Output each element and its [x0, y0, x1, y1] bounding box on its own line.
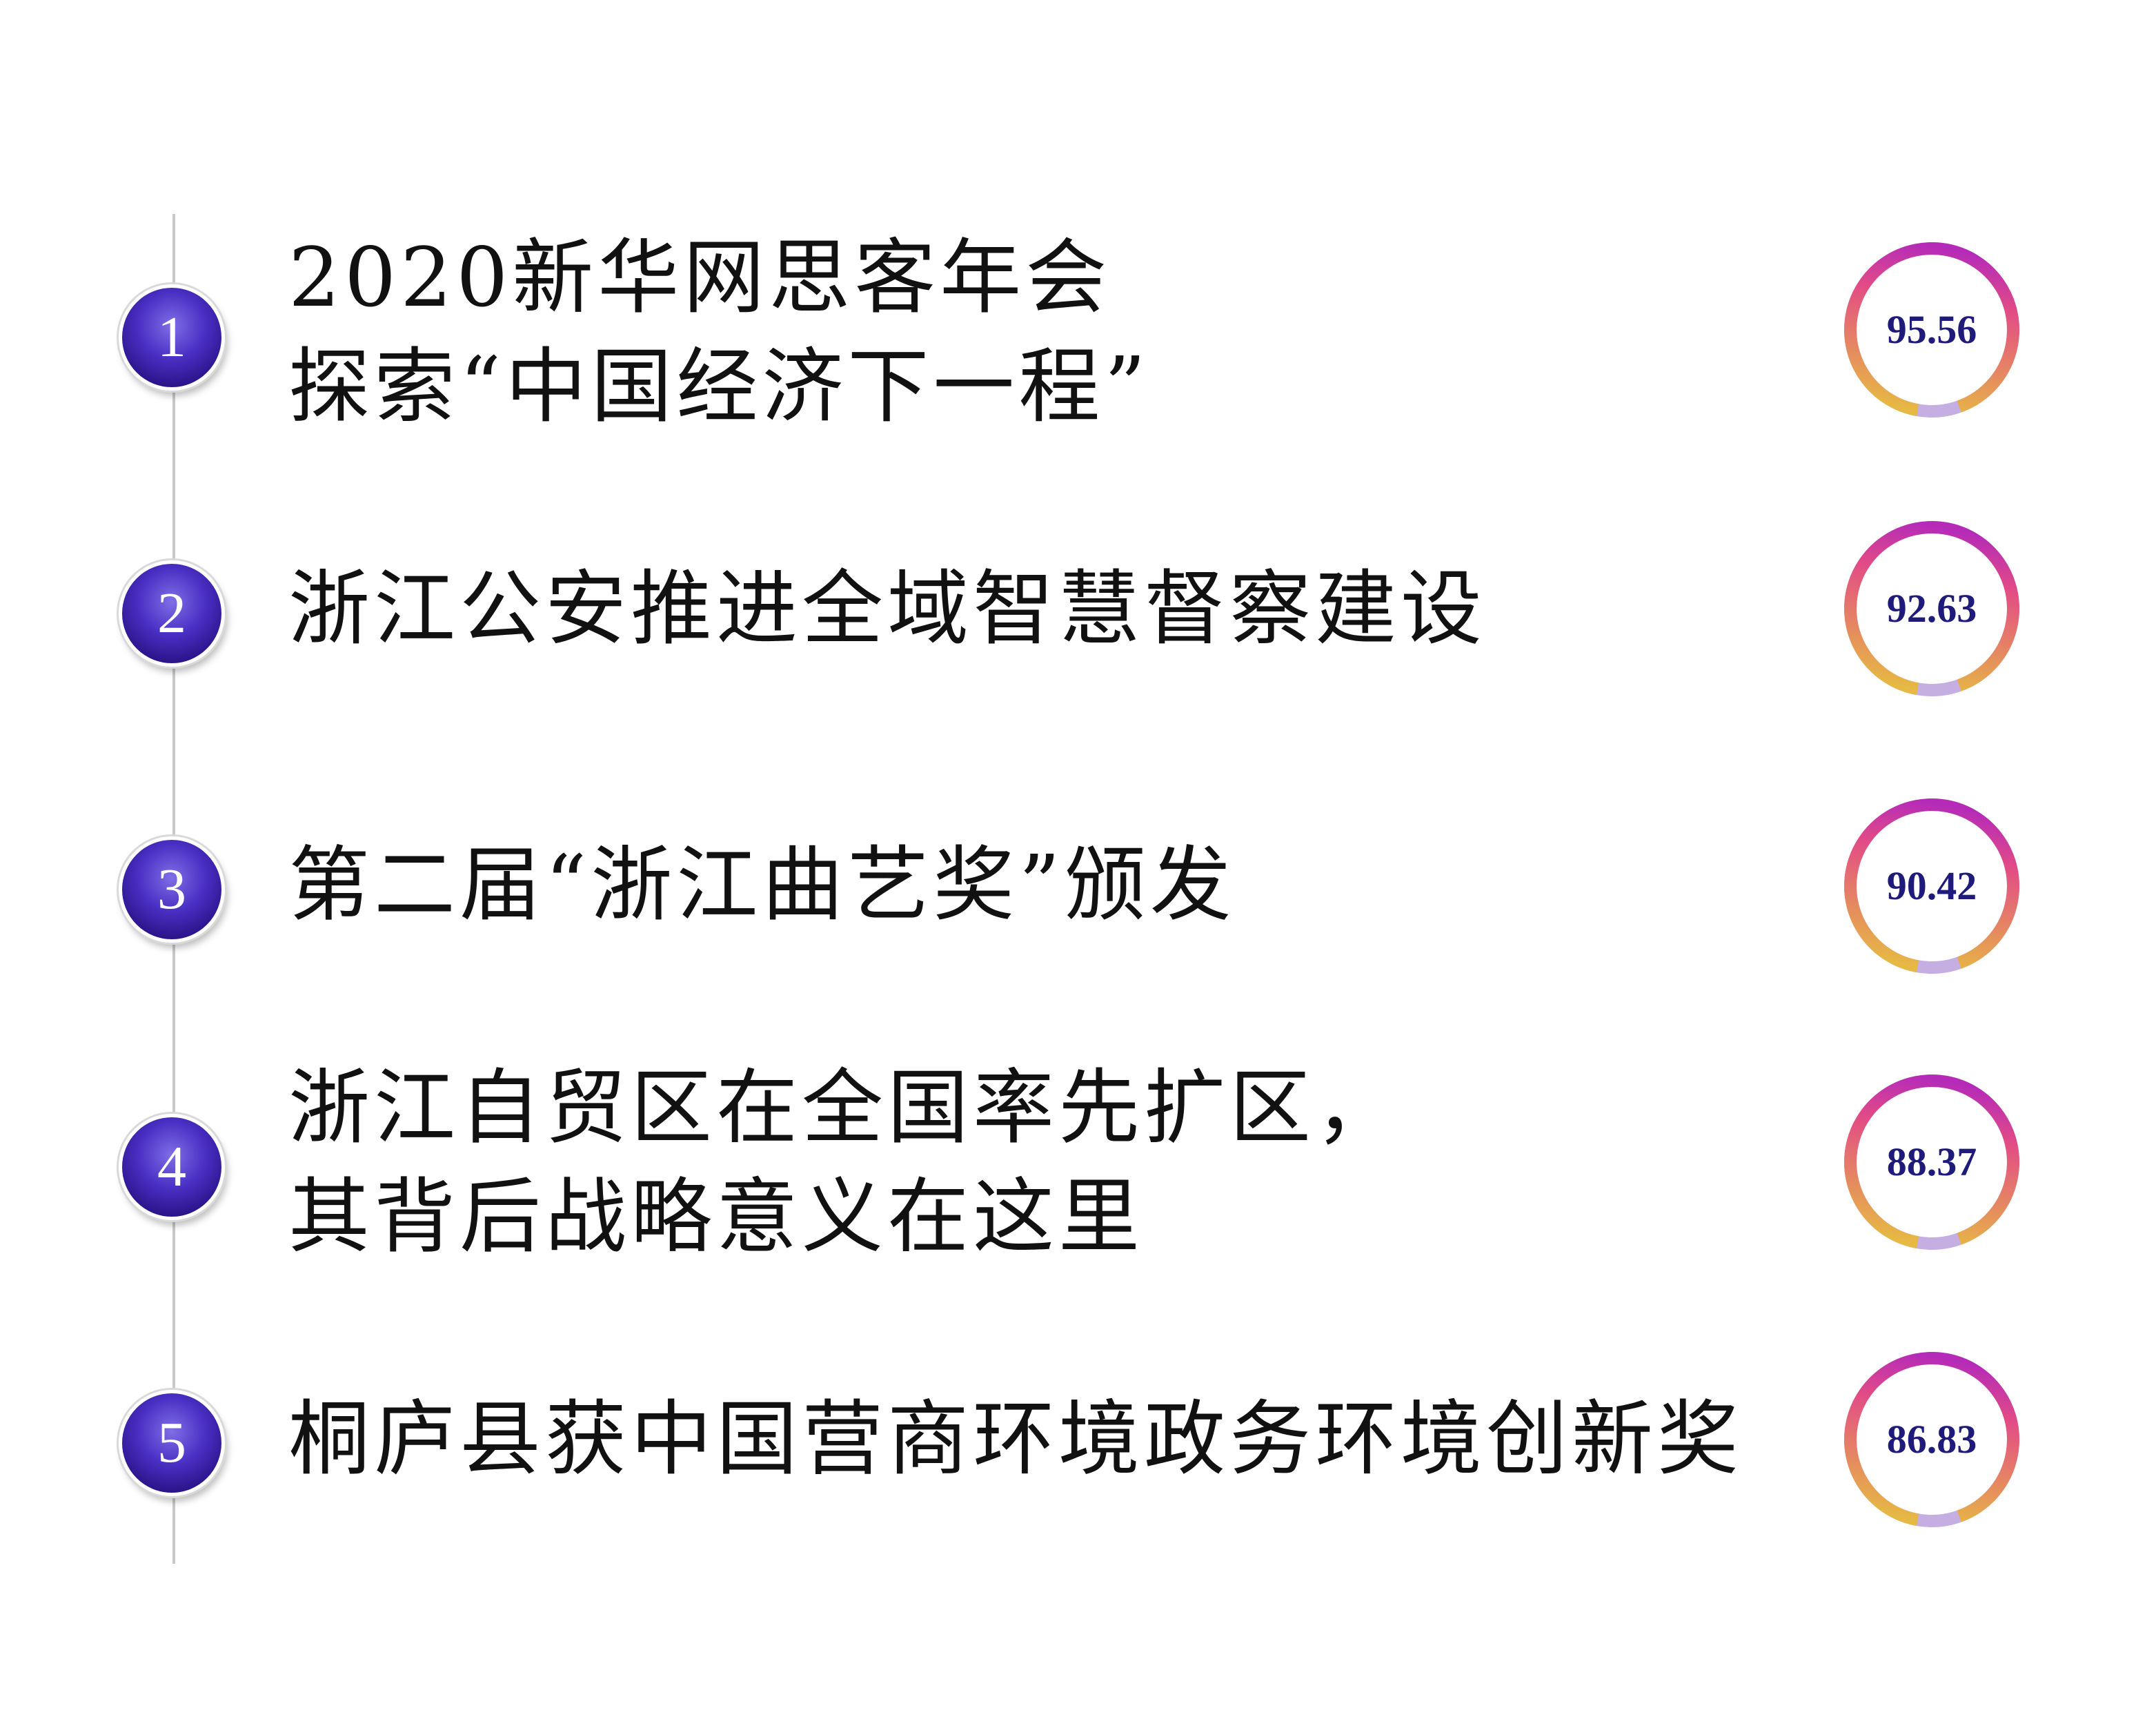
rank-number: 1 [157, 305, 186, 369]
score-ring-graphic [1844, 1075, 2019, 1250]
rank-badge: 3 [119, 836, 225, 943]
score-ring: 88.37 [1841, 1071, 2023, 1253]
score-value: 90.42 [1886, 863, 1977, 908]
headline-line: 桐庐县获中国营商环境政务环境创新奖 [288, 1391, 1743, 1487]
headline-line: 探索“中国经济下一程” [288, 339, 1150, 434]
rank-badge: 5 [119, 1390, 225, 1496]
score-value: 95.56 [1886, 307, 1977, 352]
rank-badge: 2 [119, 560, 225, 667]
rank-number: 5 [157, 1411, 186, 1475]
rank-number: 3 [157, 857, 186, 921]
headline: 浙江自贸区在全国率先扩区， 其背后战略意义在这里 [288, 1053, 1401, 1271]
headline-line: 第二届“浙江曲艺奖”颁发 [288, 837, 1236, 932]
headline: 浙江公安推进全域智慧督察建设 [288, 554, 1486, 663]
score-ring: 86.83 [1841, 1348, 2023, 1531]
score-value: 86.83 [1886, 1417, 1977, 1462]
rank-badge: 4 [119, 1114, 225, 1220]
score-ring-graphic [1844, 521, 2019, 696]
headline-line: 浙江公安推进全域智慧督察建设 [288, 561, 1487, 656]
rank-number: 2 [157, 581, 186, 645]
rank-number: 4 [157, 1135, 186, 1199]
score-value: 92.63 [1886, 586, 1977, 631]
headline-line: 其背后战略意义在这里 [288, 1169, 1145, 1264]
score-value: 88.37 [1886, 1139, 1977, 1184]
headline-line: 2020新华网思客年会 [288, 230, 1111, 325]
headline: 第二届“浙江曲艺奖”颁发 [288, 830, 1236, 939]
score-ring: 95.56 [1841, 239, 2023, 421]
rank-badge: 1 [119, 284, 225, 391]
score-ring-graphic [1844, 798, 2019, 974]
score-ring: 90.42 [1841, 795, 2023, 977]
score-ring: 92.63 [1841, 518, 2023, 700]
headline: 2020新华网思客年会 探索“中国经济下一程” [288, 223, 1150, 441]
headline: 桐庐县获中国营商环境政务环境创新奖 [288, 1384, 1743, 1493]
headline-line: 浙江自贸区在全国率先扩区， [288, 1060, 1401, 1155]
score-ring-graphic [1844, 1352, 2019, 1527]
score-ring-graphic [1844, 242, 2019, 418]
